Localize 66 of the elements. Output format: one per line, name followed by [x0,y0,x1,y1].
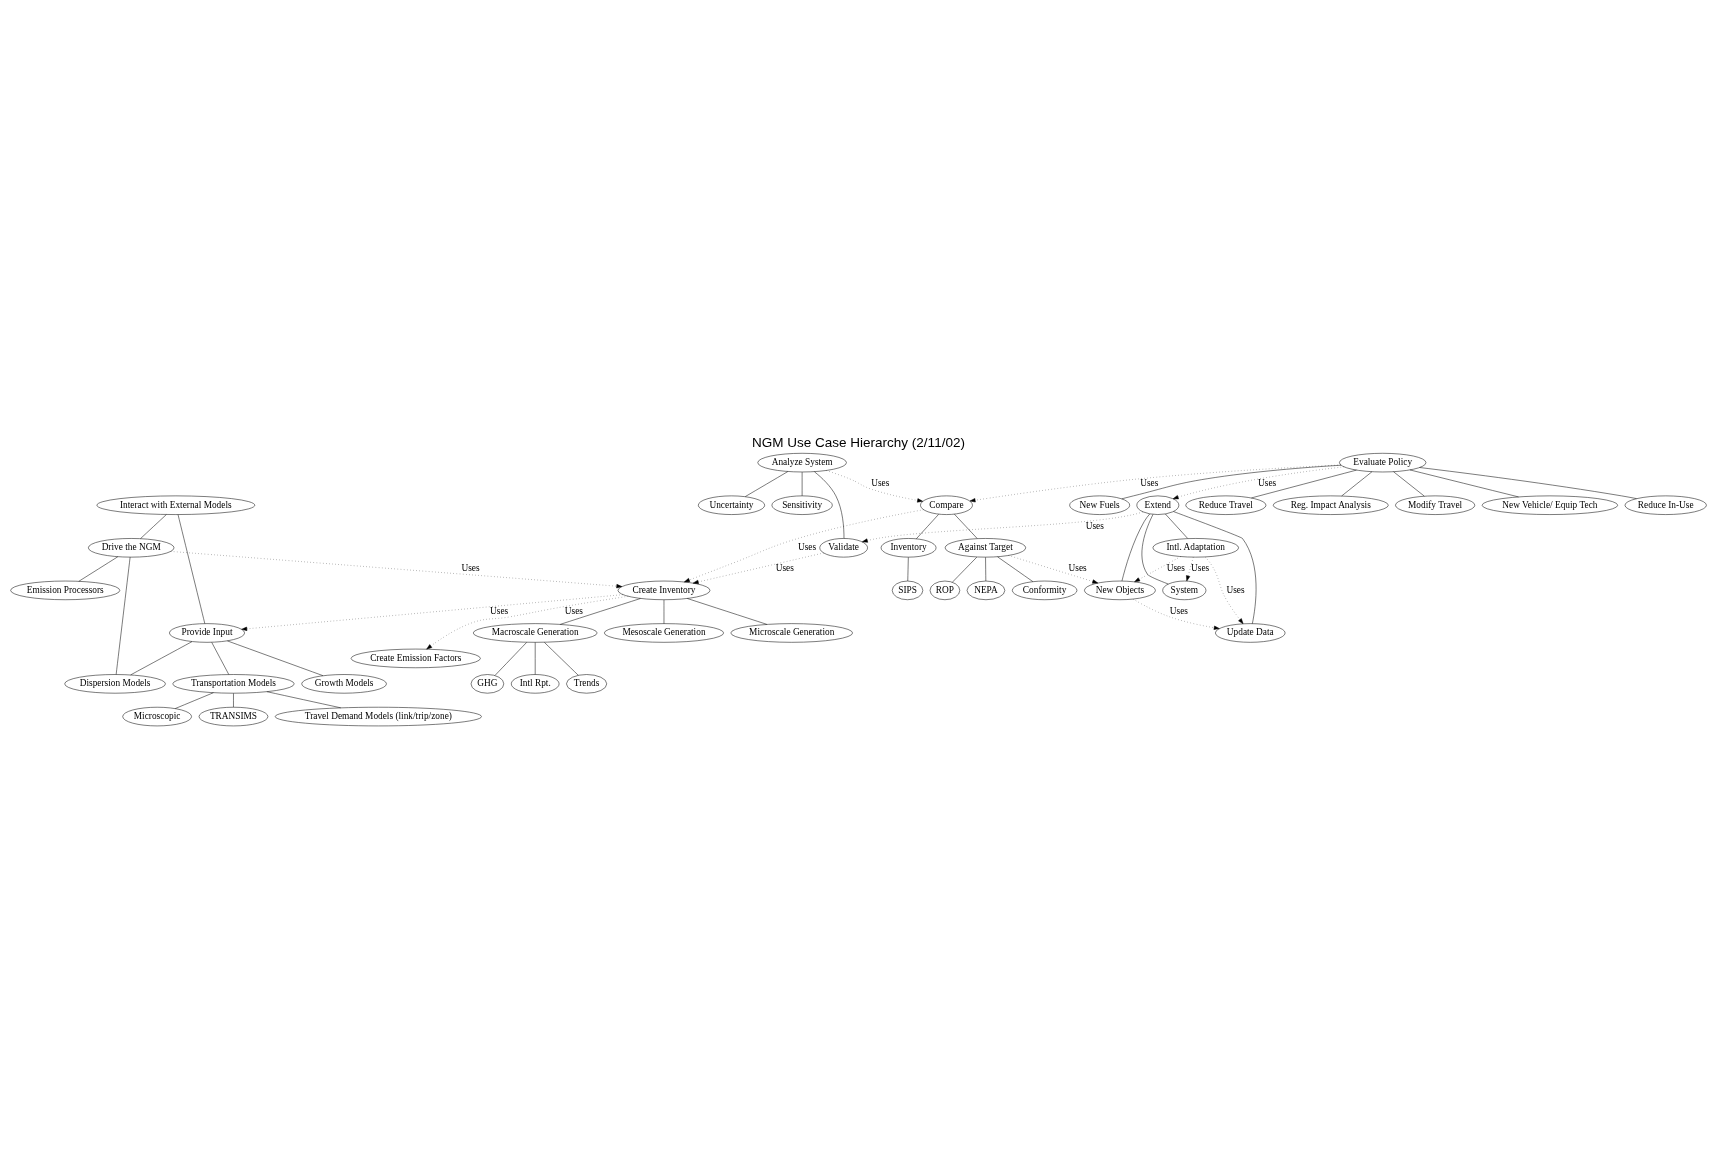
node-ellipse: Mesoscale Generation [604,622,724,643]
edge-label: Uses [1140,477,1159,488]
node-ellipse: Analyze System [757,452,847,472]
node-ellipse: Create Emission Factors [350,648,481,668]
node-ellipse: NEPA [966,580,1006,600]
node-ellipse: Dispersion Models [64,673,166,693]
node-ellipse: Emission Processors [10,580,121,600]
node-ellipse: Reduce Travel [1185,495,1267,515]
arrow [170,550,623,588]
node-ellipse: New Fuels [1069,495,1130,515]
arrow [692,552,824,584]
node-ellipse: Travel Demand Models (link/trip/zone) [274,706,482,726]
arrow [862,511,1144,543]
edge-label: Uses [1226,584,1245,595]
edge-label: Uses [1191,562,1210,573]
edge-label: Uses [1258,477,1277,488]
arrow [1205,556,1244,624]
node-ellipse: Growth Models [301,673,387,693]
node-ellipse: Microscopic [122,706,192,726]
node-ellipse: New Vehicle/ Equip Tech [1481,495,1618,515]
node-ellipse: Sensitivity [771,495,833,515]
edge-label: Uses [1068,562,1087,573]
node-ellipse: SIPS [891,580,924,600]
edge-label: Uses [871,477,890,488]
diagram-title: NGM Use Case Hierarchy (2/11/02) [752,434,965,450]
node-ellipse: Conformity [1012,580,1078,600]
node-ellipse: Provide Input [169,622,245,643]
arrow [426,595,629,649]
node-ellipse: TRANSIMS [198,706,269,726]
node-ellipse: System [1162,580,1207,600]
node-ellipse: Macroscale Generation [473,622,598,643]
arrow [1008,554,1099,583]
arrow [684,509,924,582]
node-ellipse: Against Target [944,537,1026,557]
node-ellipse: GHG [470,673,505,693]
edge-label: Uses [797,541,817,552]
arrow [826,469,923,502]
edge-label: Uses [564,605,583,616]
edge-label: Uses [461,562,480,573]
arrow [1186,556,1194,581]
connector [687,597,768,625]
node-ellipse: Inventory [880,537,937,557]
edge-label: Uses [490,605,509,616]
node-ellipse: Compare [920,495,973,515]
node-ellipse: Intl Rpt. [511,673,560,693]
arrow [1132,598,1220,630]
edge-label: Uses [775,562,794,573]
node-ellipse: Evaluate Policy [1339,452,1427,472]
node-ellipse: Reduce In-Use [1624,495,1707,515]
node-ellipse: Reg. Impact Analysis [1272,495,1389,515]
node-ellipse: Modify Travel [1395,495,1476,515]
node-ellipse: Transportation Models [172,673,295,693]
arrow [241,593,624,631]
node-ellipse: Intl. Adaptation [1152,537,1239,557]
arrow [1134,555,1181,582]
edge-label: Uses [1169,605,1188,616]
edge-label: Uses [1166,562,1185,573]
edge-label: Uses [1085,520,1104,531]
node-ellipse: Interact with External Models [96,495,256,515]
node-ellipse: Drive the NGM [88,537,175,557]
node-ellipse: Trends [566,673,607,693]
node-ellipse: ROP [929,580,961,600]
arrow [1172,466,1345,499]
arrow [969,464,1342,502]
node-ellipse: Microscale Generation [730,622,853,643]
node-ellipse: Uncertainty [698,495,765,515]
